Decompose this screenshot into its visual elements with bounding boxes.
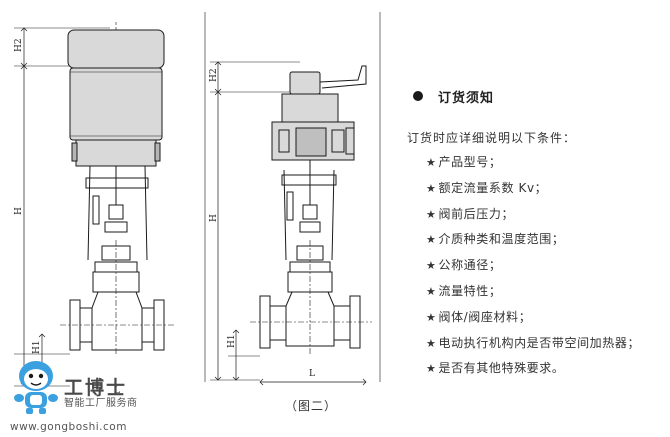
- dimension-label-h2: H2: [209, 68, 219, 82]
- dimension-label-l: L: [309, 369, 315, 379]
- notes-intro: 订货时应详细说明以下条件：: [407, 131, 577, 145]
- brand-watermark: 工博士 智能工厂服务商 www.gongboshi.com: [10, 350, 150, 435]
- star-icon: ★: [426, 362, 437, 376]
- star-icon: ★: [426, 284, 437, 298]
- star-icon: ★: [426, 259, 437, 273]
- list-item: ★阀前后压力；: [426, 206, 515, 221]
- drawing-one: [14, 22, 175, 387]
- figure-caption: （图二）: [285, 399, 338, 413]
- mascot-icon: [14, 361, 58, 414]
- star-icon: ★: [426, 156, 437, 169]
- dimension-label-h1: H1: [32, 340, 42, 354]
- list-item: ★阀体/阀座材料；: [426, 309, 532, 324]
- dimension-label-l: L: [114, 386, 120, 396]
- logo-url: www.gongboshi.com: [10, 421, 127, 433]
- bullet-dot-icon: [413, 91, 423, 101]
- list-item: ★流量特性；: [426, 283, 502, 298]
- dimension-label-h: H: [209, 214, 219, 222]
- notes-item-list: ★产品型号； ★额定流量系数 Kv； ★阀前后压力； ★介质种类和温度范围； ★…: [398, 150, 668, 382]
- drawing-two: [204, 12, 381, 386]
- list-item: ★是否有其他特殊要求。: [426, 361, 565, 376]
- dimension-label-h: H: [14, 207, 24, 215]
- list-item: ★公称通径；: [426, 258, 502, 273]
- ordering-notes: 订货须知 订货时应详细说明以下条件： ★产品型号； ★额定流量系数 Kv； ★阀…: [398, 84, 668, 382]
- notes-heading: 订货须知: [398, 84, 668, 108]
- star-icon: ★: [426, 233, 437, 247]
- dimension-label-h2: H2: [14, 38, 24, 52]
- drawing-one-dimension-labels: H2 H H1 L: [14, 38, 120, 396]
- star-icon: ★: [426, 181, 437, 195]
- star-icon: ★: [426, 310, 437, 324]
- list-item: ★介质种类和温度范围；: [426, 232, 565, 247]
- star-icon: ★: [426, 336, 437, 350]
- logo-brand-text: 工博士: [64, 377, 128, 399]
- logo-tagline: 智能工厂服务商: [64, 398, 138, 409]
- star-icon: ★: [426, 207, 437, 221]
- dimension-label-h1: H1: [227, 334, 237, 348]
- list-item: ★额定流量系数 Kv；: [426, 180, 548, 195]
- list-item: ★产品型号；: [426, 155, 502, 169]
- notes-heading-text: 订货须知: [438, 90, 495, 106]
- drawing-two-dimension-labels: H2 H H1 L: [209, 68, 315, 379]
- list-item: ★电动执行机构内是否带空间加热器；: [426, 335, 641, 350]
